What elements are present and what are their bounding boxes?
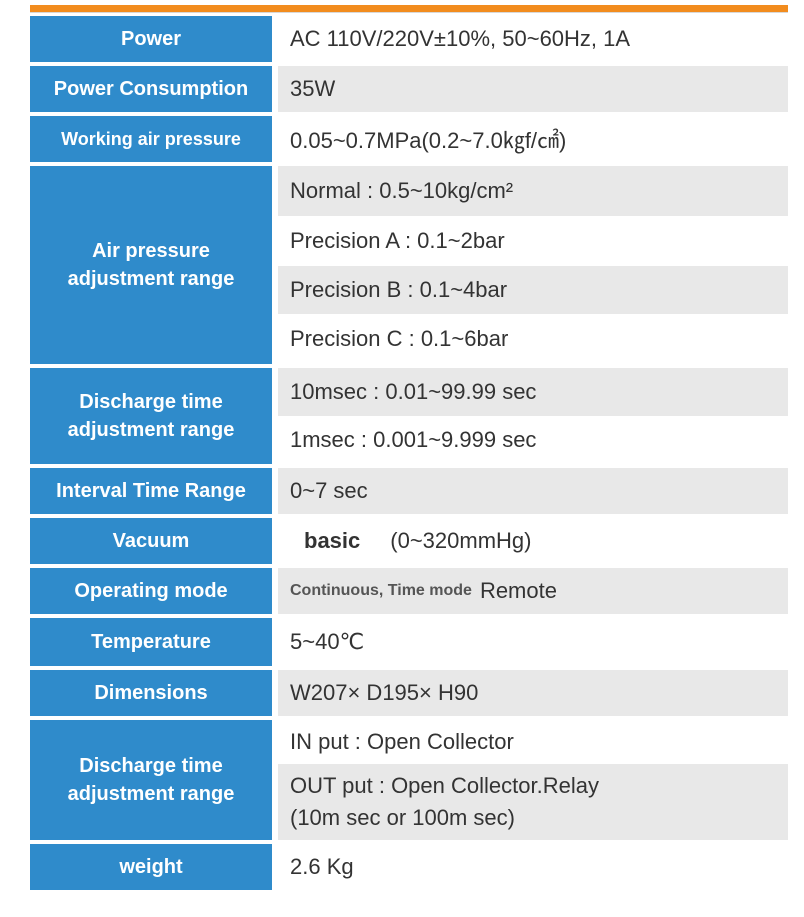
spec-value: 0.05~0.7MPa(0.2~7.0㎏f/㎠)	[278, 116, 788, 162]
spec-label: Working air pressure	[30, 116, 272, 162]
spec-value-part: Continuous, Time mode	[290, 582, 472, 599]
spec-row-weight: weight 2.6 Kg	[30, 844, 788, 890]
spec-label: Air pressure adjustment range	[30, 166, 272, 364]
spec-row-operating-mode: Operating mode Continuous, Time mode Rem…	[30, 568, 788, 614]
spec-table: Power AC 110V/220V±10%, 50~60Hz, 1A Powe…	[30, 16, 788, 894]
spec-value: Precision B : 0.1~4bar	[278, 266, 788, 314]
spec-value-line: (10m sec or 100m sec)	[290, 805, 515, 830]
spec-value: 35W	[278, 66, 788, 112]
spec-value: Continuous, Time mode Remote	[278, 568, 788, 614]
spec-label: Operating mode	[30, 568, 272, 614]
spec-row-vacuum: Vacuum basic (0~320mmHg)	[30, 518, 788, 564]
spec-label: Temperature	[30, 618, 272, 666]
spec-value: 5~40℃	[278, 618, 788, 666]
spec-value: 0~7 sec	[278, 468, 788, 514]
spec-label: Power	[30, 16, 272, 62]
spec-value: IN put : Open Collector	[278, 720, 788, 764]
spec-value: 10msec : 0.01~99.99 sec	[278, 368, 788, 416]
spec-label: Discharge time adjustment range	[30, 368, 272, 464]
spec-row-power-consumption: Power Consumption 35W	[30, 66, 788, 112]
spec-row-dimensions: Dimensions W207× D195× H90	[30, 670, 788, 716]
spec-row-interval-time-range: Interval Time Range 0~7 sec	[30, 468, 788, 514]
spec-value-part: Remote	[479, 578, 557, 603]
spec-value-line: OUT put : Open Collector.Relay	[290, 773, 599, 798]
spec-label: Dimensions	[30, 670, 272, 716]
spec-row-working-air-pressure: Working air pressure 0.05~0.7MPa(0.2~7.0…	[30, 116, 788, 162]
top-accent-bar	[30, 5, 788, 12]
spec-value: 1msec : 0.001~9.999 sec	[278, 416, 788, 464]
spec-value-part: (0~320mmHg)	[390, 528, 532, 553]
spec-value: Precision A : 0.1~2bar	[278, 216, 788, 266]
spec-row-power: Power AC 110V/220V±10%, 50~60Hz, 1A	[30, 16, 788, 62]
spec-label: weight	[30, 844, 272, 890]
spec-label: Discharge time adjustment range	[30, 720, 272, 840]
spec-value: 2.6 Kg	[278, 844, 788, 890]
spec-row-temperature: Temperature 5~40℃	[30, 618, 788, 666]
spec-row-air-pressure-range: Air pressure adjustment range Normal : 0…	[30, 166, 788, 364]
spec-value-part: basic	[304, 528, 361, 553]
spec-value: basic (0~320mmHg)	[278, 518, 788, 564]
spec-value: AC 110V/220V±10%, 50~60Hz, 1A	[278, 16, 788, 62]
spec-row-discharge-time-range: Discharge time adjustment range 10msec :…	[30, 368, 788, 464]
spec-label: Vacuum	[30, 518, 272, 564]
spec-value: Precision C : 0.1~6bar	[278, 314, 788, 364]
spec-label: Power Consumption	[30, 66, 272, 112]
spec-value: OUT put : Open Collector.Relay (10m sec …	[278, 764, 788, 840]
spec-row-io: Discharge time adjustment range IN put :…	[30, 720, 788, 840]
spec-label: Interval Time Range	[30, 468, 272, 514]
spec-value: Normal : 0.5~10kg/cm²	[278, 166, 788, 216]
spec-value: W207× D195× H90	[278, 670, 788, 716]
top-divider	[30, 12, 788, 13]
